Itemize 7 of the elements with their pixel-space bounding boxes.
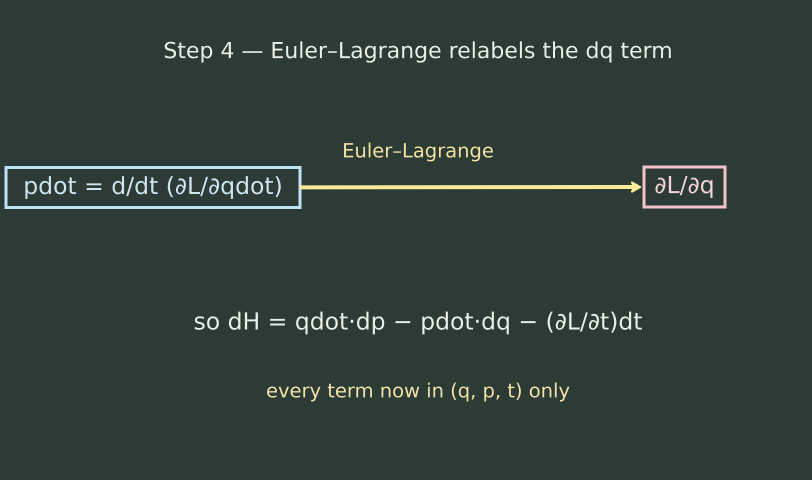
- formula-box: ∂L/∂q: [642, 166, 726, 208]
- arrow: [300, 181, 642, 193]
- note-text: every term now in (q, p, t) only: [267, 382, 570, 402]
- title: Step 4 — Euler–Lagrange relabels the dq term: [164, 41, 671, 63]
- equation: so dH = qdot·dp − pdot·dq − (∂L/∂t)dt: [194, 312, 642, 334]
- formula-box: pdot = d/dt (∂L/∂qdot): [4, 166, 302, 209]
- edge-label: Euler–Lagrange: [344, 142, 493, 162]
